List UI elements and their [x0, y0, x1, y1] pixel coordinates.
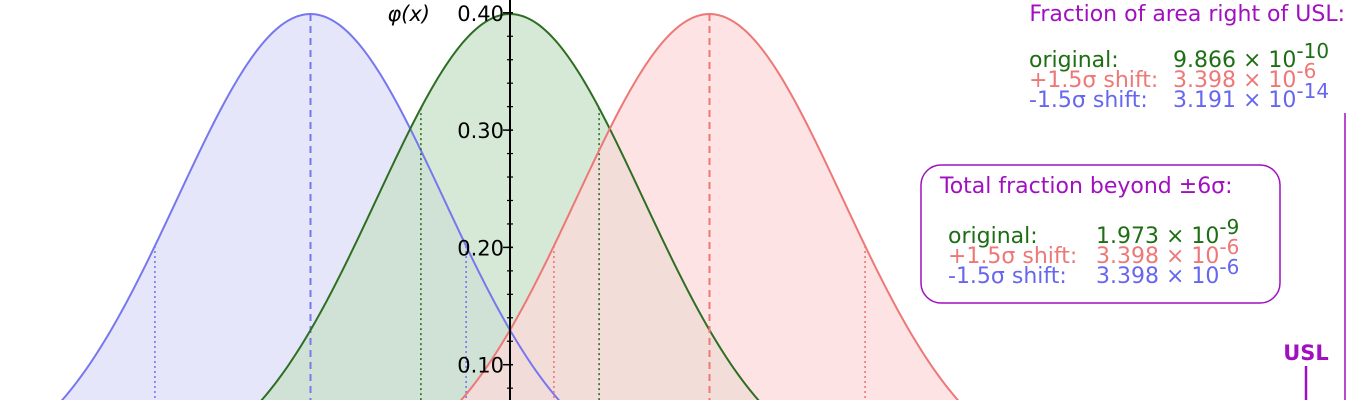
y-axis-label: φ(x) — [387, 2, 430, 26]
series-0-curve — [60, 13, 561, 400]
usl-line: USL — [1283, 113, 1346, 400]
series-2-curve — [459, 13, 960, 400]
total-panel-row-2-label: -1.5σ shift: — [948, 264, 1067, 289]
total-panel-row-0-label: original: — [948, 224, 1038, 249]
y-axis: 0.40 0.30 0.20 0.10 — [457, 0, 513, 400]
usl-fraction-panel: Fraction of area right of USL: original:… — [1029, 2, 1345, 113]
usl-panel-title: Fraction of area right of USL: — [1029, 2, 1345, 27]
y-tick-label-0: 0.40 — [457, 2, 504, 26]
usl-panel-row-1-label: +1.5σ shift: — [1029, 68, 1158, 93]
total-panel-box — [920, 164, 1281, 304]
usl-panel-row-0-label: original: — [1029, 48, 1119, 73]
total-panel-row-1-label: +1.5σ shift: — [948, 244, 1077, 269]
total-fraction-panel: Total fraction beyond ±6σ: original:1.97… — [920, 164, 1281, 304]
y-tick-label-1: 0.30 — [457, 119, 504, 143]
usl-label: USL — [1283, 341, 1329, 365]
usl-panel-row-2-label: -1.5σ shift: — [1029, 88, 1148, 113]
y-tick-label-3: 0.10 — [457, 354, 504, 378]
y-tick-label-2: 0.20 — [457, 236, 504, 260]
total-panel-title: Total fraction beyond ±6σ: — [939, 174, 1233, 199]
